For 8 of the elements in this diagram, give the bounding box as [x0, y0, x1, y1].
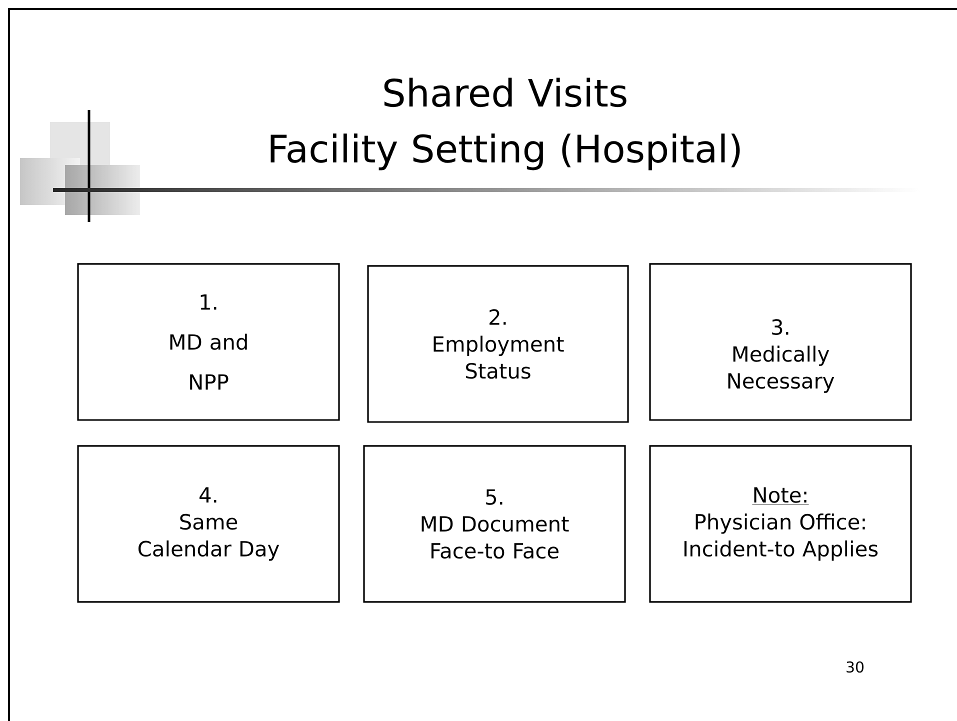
- text-box: 1. MD and NPP: [77, 263, 340, 421]
- text-box: 3. Medically Necessary: [649, 263, 912, 421]
- text-box: 5. MD Document Face-to Face: [363, 445, 626, 603]
- slide-title: Shared Visits Facility Setting (Hospital): [270, 78, 740, 170]
- text-box: 4. Same Calendar Day: [77, 445, 340, 603]
- text-box: Note: Physician Office: Incident-to Applies: [649, 445, 912, 603]
- page-number: 30: [846, 661, 864, 673]
- text-box: 2. Employment Status: [367, 265, 629, 423]
